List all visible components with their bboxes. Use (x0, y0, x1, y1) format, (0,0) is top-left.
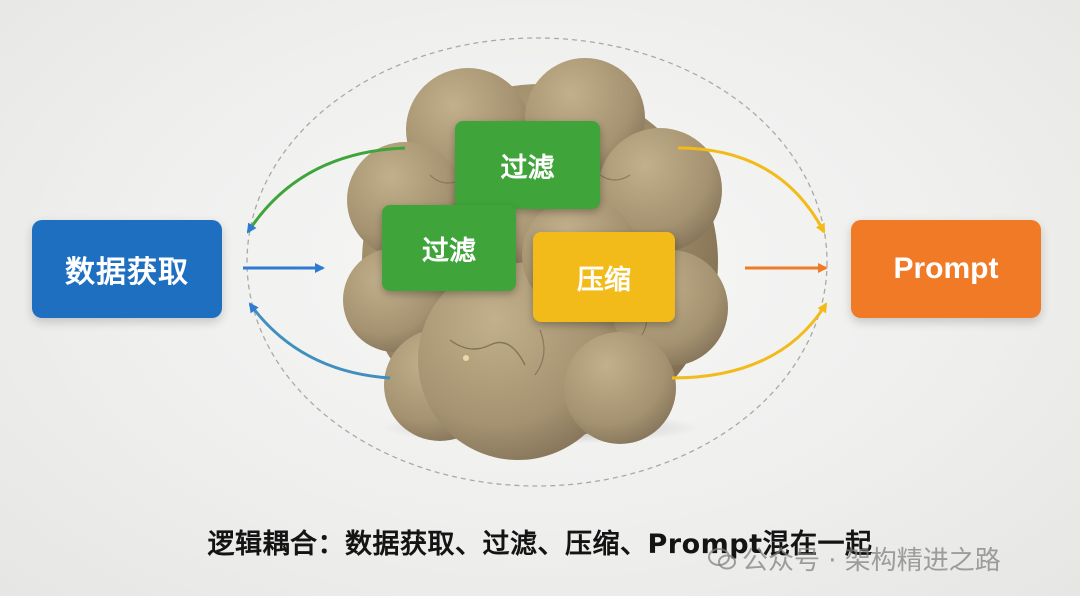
data-acquisition-label: 数据获取 (65, 255, 189, 290)
wechat-icon (708, 547, 736, 569)
coupling-boundary (246, 37, 828, 487)
watermark-text: 公众号 · 架构精进之路 (742, 546, 1001, 576)
arrow-return-bottom (248, 302, 391, 380)
filter-chip-middle-label: 过滤 (422, 235, 476, 267)
filter-chip-top: 过滤 (455, 121, 600, 209)
compress-chip-label: 压缩 (577, 264, 631, 296)
arrow-to-target-bottom (671, 302, 828, 380)
data-acquisition-box: 数据获取 (32, 220, 222, 318)
watermark: 公众号 · 架构精进之路 (708, 540, 1001, 577)
prompt-label: Prompt (893, 252, 999, 285)
arrow-return-top (246, 146, 406, 234)
prompt-box: Prompt (851, 220, 1041, 318)
diagram-caption: 逻辑耦合：数据获取、过滤、压缩、Prompt混在一起 (207, 529, 873, 560)
filter-chip-middle: 过滤 (382, 205, 516, 291)
compress-chip: 压缩 (533, 232, 675, 322)
arrow-to-target-top (677, 146, 826, 234)
filter-chip-top-label: 过滤 (500, 152, 555, 184)
